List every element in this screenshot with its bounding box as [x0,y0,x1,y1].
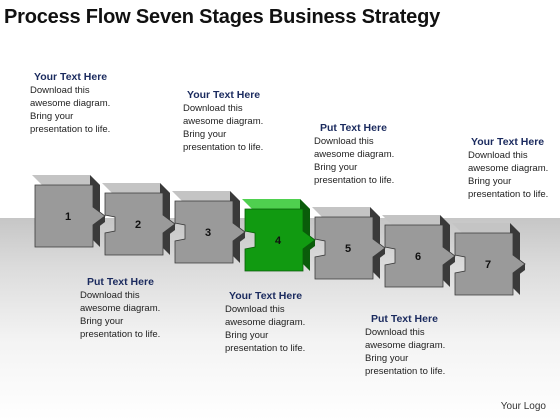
text-block-heading: Put Text Here [87,276,154,288]
piece-tab-shadow [93,216,105,231]
piece-front-face [384,224,456,288]
text-block-4: Your Text Here Download this awesome dia… [225,290,375,355]
puzzle-piece-3: 3 [172,191,246,264]
piece-top-face [32,175,100,185]
text-block-heading: Your Text Here [229,290,303,302]
page-title: Process Flow Seven Stages Business Strat… [4,6,441,28]
piece-front-face [244,208,316,272]
piece-tab-shadow [163,224,175,239]
text-block-heading: Your Text Here [471,136,545,148]
logo-text: Your Logo [500,401,546,412]
text-block-3: Your Text Here Download this awesome dia… [183,89,333,154]
puzzle-piece-4: 4 [242,199,316,272]
stage-number-label: 5 [345,243,351,255]
text-block-heading: Your Text Here [187,89,261,101]
text-block-heading: Your Text Here [34,71,108,83]
stage-number-label: 1 [65,211,71,223]
text-block-6: Put Text Here Download this awesome diag… [365,313,515,378]
text-block-heading: Put Text Here [320,122,387,134]
piece-top-face [382,215,450,225]
text-block-body: Download this awesome diagram. Bring you… [30,85,111,135]
piece-top-face [172,191,240,201]
piece-tab-shadow [233,232,245,247]
puzzle-piece-5: 5 [312,207,386,280]
stage-number-label: 3 [205,227,211,239]
piece-top-face [102,183,170,193]
text-block-7: Your Text Here Download this awesome dia… [468,136,560,201]
text-block-body: Download this awesome diagram. Bring you… [314,136,395,186]
piece-top-face [312,207,380,217]
piece-front-face [104,192,176,256]
piece-tab-shadow [373,248,385,263]
text-block-body: Download this awesome diagram. Bring you… [225,304,306,354]
piece-front-face [314,216,386,280]
piece-front-face [454,232,526,296]
piece-top-face [242,199,310,209]
piece-tab-shadow [513,264,525,279]
puzzle-piece-6: 6 [382,215,456,288]
piece-top-face [452,223,520,233]
stage-number-label: 4 [275,235,282,247]
text-block-heading: Put Text Here [371,313,438,325]
text-block-body: Download this awesome diagram. Bring you… [80,290,161,340]
piece-tab-shadow [443,256,455,271]
text-block-5: Put Text Here Download this awesome diag… [314,122,464,187]
text-block-2: Put Text Here Download this awesome diag… [80,276,230,341]
stage-number-label: 2 [135,219,141,231]
text-block-1: Your Text Here Download this awesome dia… [30,71,180,136]
text-block-body: Download this awesome diagram. Bring you… [468,150,549,200]
stage-number-label: 6 [415,251,421,263]
text-block-body: Download this awesome diagram. Bring you… [183,103,264,153]
piece-front-face [174,200,246,264]
text-block-body: Download this awesome diagram. Bring you… [365,327,446,377]
puzzle-piece-2: 2 [102,183,176,256]
puzzle-piece-7: 7 [452,223,526,296]
piece-tab-shadow [303,240,315,255]
stage-number-label: 7 [485,259,491,271]
puzzle-piece-1: 1 [32,175,106,248]
